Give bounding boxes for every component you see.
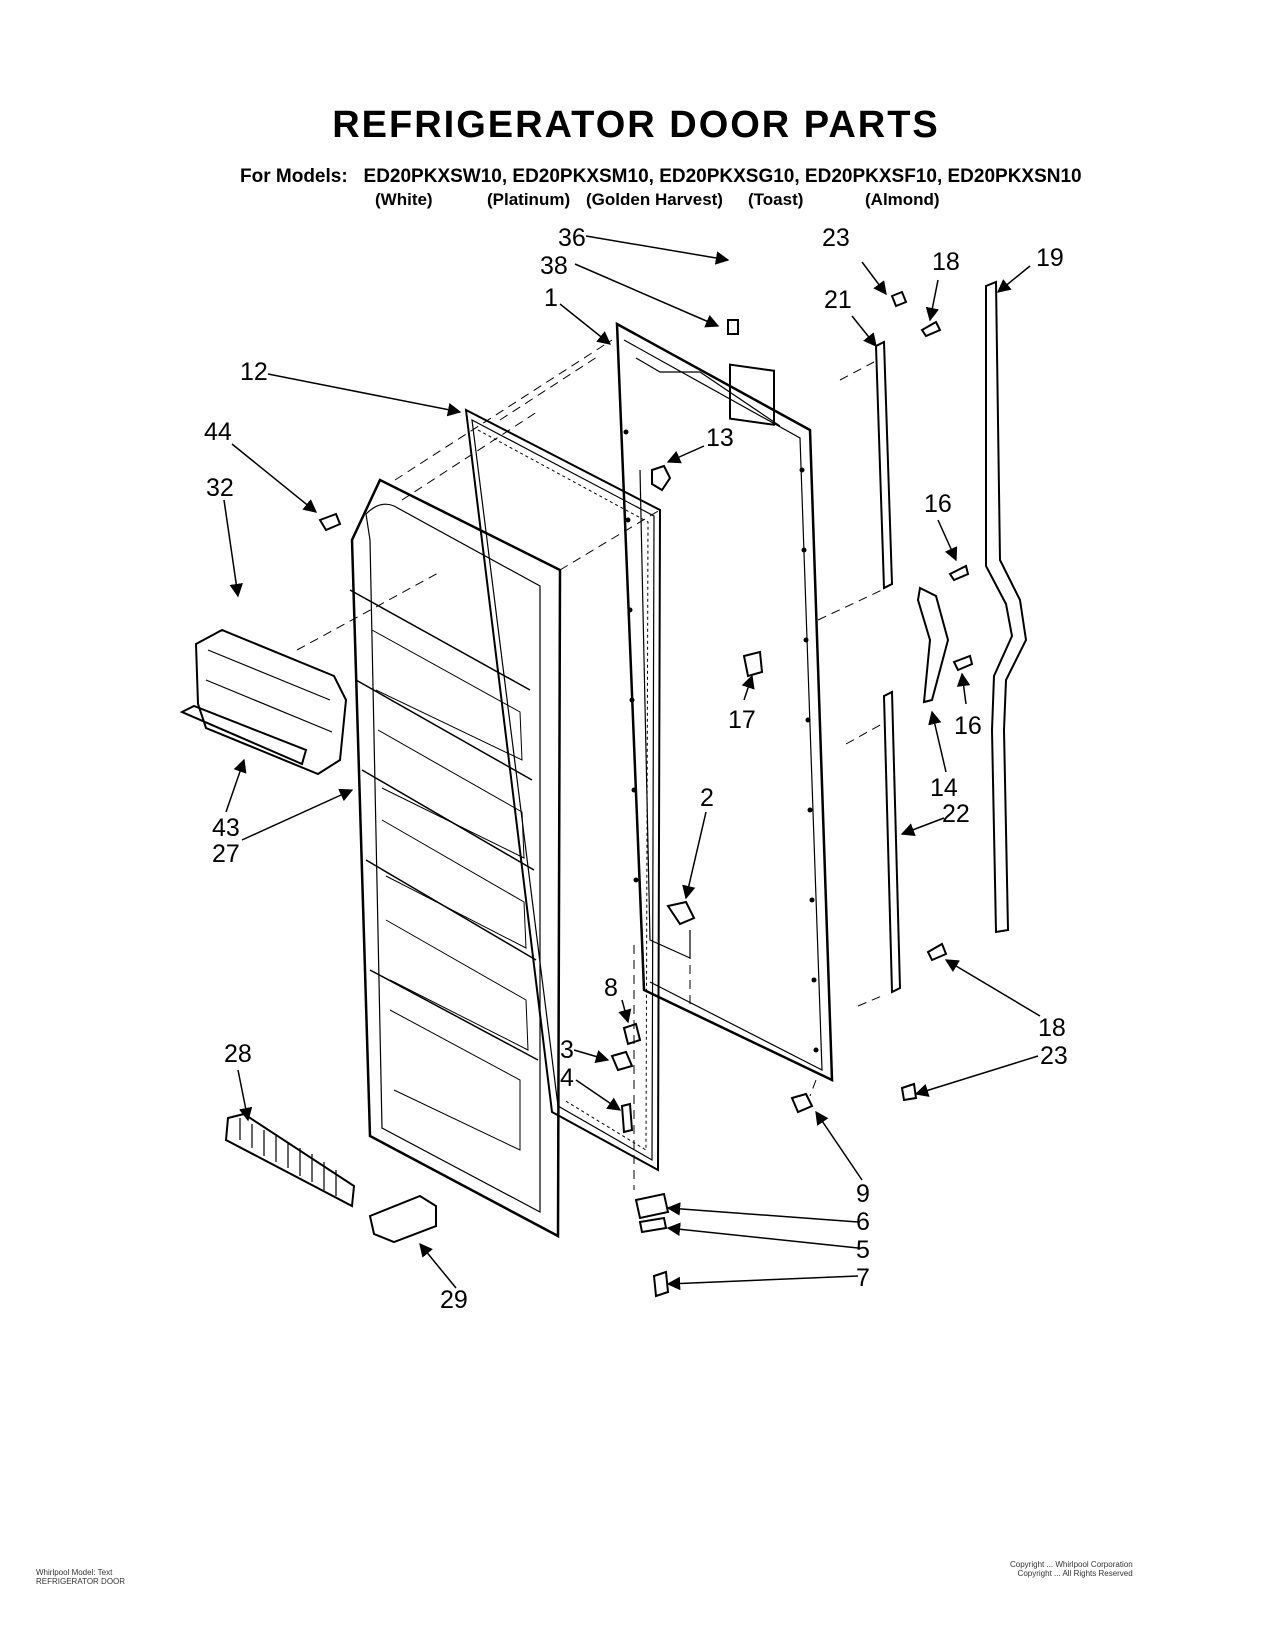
door-handle [985,280,1028,934]
callout-27: 27 [212,840,240,868]
callout-5: 5 [856,1236,870,1264]
callout-18-top: 18 [932,248,960,276]
footer-left-line1: Whirlpool Model: Text [36,1568,113,1577]
callout-1: 1 [544,284,558,312]
callout-13: 13 [706,424,734,452]
footer-right-line2: Copyright ... All Rights Reserved [1017,1569,1133,1578]
part-18-screw-bottom [926,942,948,962]
callout-14: 14 [930,774,958,802]
callout-44: 44 [204,418,232,446]
callout-43: 43 [212,814,240,842]
part-16-screw-a [948,564,970,582]
callout-19: 19 [1036,244,1064,272]
footer-right-line1: Copyright ... Whirlpool Corporation [1010,1560,1133,1569]
callout-12: 12 [240,358,268,386]
callout-16-a: 16 [924,490,952,518]
door-gasket [464,408,662,1172]
callout-23-top: 23 [822,224,850,252]
part-13-button [651,464,672,492]
door-hinge [916,586,950,704]
callout-3: 3 [560,1036,574,1064]
callout-28: 28 [224,1040,252,1068]
page-title: REFRIGERATOR DOOR PARTS [332,104,940,146]
models-prefix: For Models: [240,166,348,187]
part-32-shelf-bin [194,628,348,776]
callout-38: 38 [540,252,568,280]
part-23-cap-bottom [900,1082,918,1102]
part-3-washer [610,1050,634,1072]
part-16-screw-b [952,654,974,672]
callout-29: 29 [440,1286,468,1314]
outer-door-panel [615,321,834,1083]
part-18-screw-top [920,320,942,338]
part-2-latch [666,900,696,926]
callout-6: 6 [856,1208,870,1236]
callout-36: 36 [558,224,586,252]
assembly-lines [296,339,885,1190]
color-platinum: (Platinum) [487,190,571,209]
part-44-screw [318,512,342,532]
callout-32: 32 [206,474,234,502]
callout-23-bottom: 23 [1040,1042,1068,1070]
callout-8: 8 [604,974,618,1002]
part-4-pin [620,1102,634,1134]
footer-left: Whirlpool Model: Text REFRIGERATOR DOOR [36,1568,125,1586]
callout-22: 22 [942,800,970,828]
callout-7: 7 [856,1264,870,1292]
color-almond: (Almond) [865,190,940,209]
door-liner [349,478,562,1239]
part-9-cap [790,1092,814,1114]
part-6-bracket [634,1192,670,1220]
part-7-screw [652,1270,670,1298]
part-43-trim-strip [179,704,308,766]
part-36-label-plate [729,363,775,426]
part-17-clip [742,650,764,678]
part-28-grille [224,1112,356,1208]
trim-strip-lower [882,690,902,994]
color-golden-harvest: (Golden Harvest) [586,190,723,209]
part-23-cap-top [890,290,908,308]
callout-21: 21 [824,286,852,314]
models-list: ED20PKXSW10, ED20PKXSM10, ED20PKXSG10, E… [363,166,1082,187]
footer-right: Copyright ... Whirlpool Corporation Copy… [1010,1560,1133,1578]
callout-2: 2 [700,784,714,812]
callout-16-b: 16 [954,712,982,740]
color-white: (White) [375,190,433,209]
part-8-bushing [622,1022,642,1046]
callout-18-bottom: 18 [1038,1014,1066,1042]
callout-9: 9 [856,1180,870,1208]
callout-4: 4 [560,1064,574,1092]
trim-strip-upper [874,340,894,590]
part-29-hinge-cover [368,1194,437,1244]
models-line: For Models: ED20PKXSW10, ED20PKXSM10, ED… [240,166,1082,188]
footer-left-line2: REFRIGERATOR DOOR [36,1577,126,1586]
callout-17: 17 [728,706,756,734]
color-toast: (Toast) [748,190,804,209]
part-38-plug [727,319,739,335]
part-5-spacer [638,1216,668,1234]
